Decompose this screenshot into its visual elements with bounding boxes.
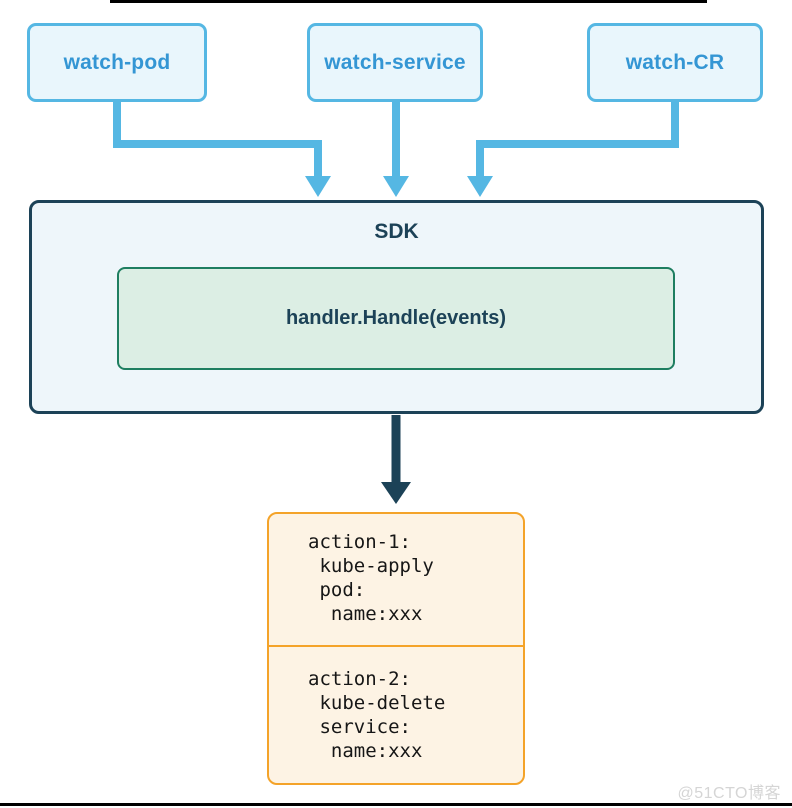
watch-cr-arrow — [467, 102, 679, 197]
bottom-border-line — [0, 803, 792, 806]
actions-node: action-1: kube-apply pod: name:xxx actio… — [267, 512, 525, 785]
action-2-code: action-2: kube-delete service: name:xxx — [269, 645, 523, 783]
watch-pod-node: watch-pod — [27, 23, 207, 102]
sdk-node: SDK handler.Handle(events) — [29, 200, 764, 414]
watch-service-label: watch-service — [324, 50, 466, 74]
handler-node: handler.Handle(events) — [117, 267, 675, 370]
sdk-to-actions-arrow — [381, 415, 411, 504]
top-border-line — [110, 0, 707, 3]
handler-label: handler.Handle(events) — [285, 307, 507, 329]
sdk-title: SDK — [374, 220, 419, 243]
action-1-code: action-1: kube-apply pod: name:xxx — [308, 531, 434, 625]
watch-cr-node: watch-CR — [587, 23, 763, 102]
watch-service-node: watch-service — [307, 23, 483, 102]
watch-pod-arrow — [113, 102, 331, 197]
watch-pod-label: watch-pod — [63, 50, 171, 74]
watermark: @51CTO博客 — [677, 785, 781, 802]
watch-service-arrow — [383, 102, 409, 197]
watch-cr-label: watch-CR — [625, 50, 725, 74]
